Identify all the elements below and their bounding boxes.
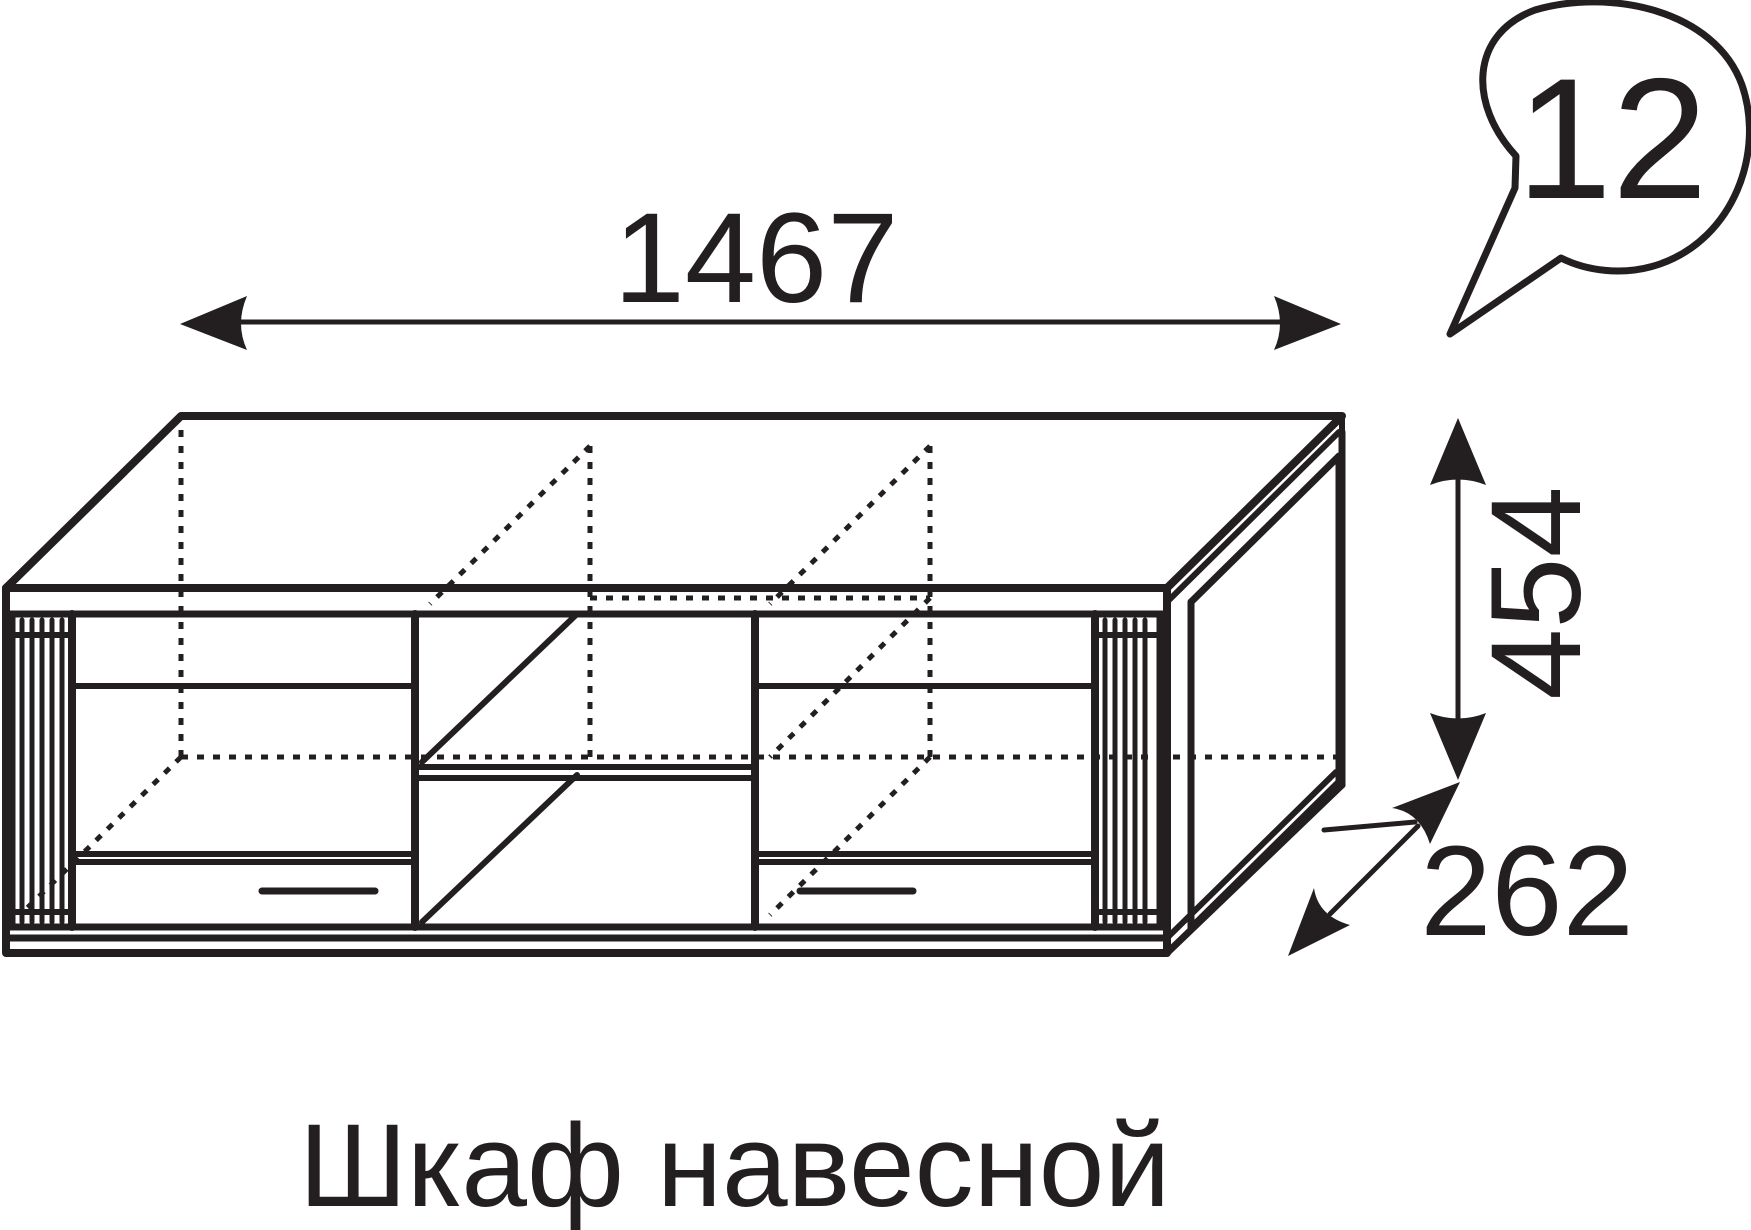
width-dimension: 1467: [180, 187, 1341, 350]
depth-dimension: 262: [1288, 782, 1634, 963]
arrow-left-icon: [180, 296, 247, 350]
item-number: 12: [1516, 43, 1707, 235]
arrow-up-icon: [1430, 418, 1486, 485]
arrow-up-right-icon: [1392, 782, 1460, 844]
height-dimension: 454: [1430, 418, 1608, 780]
arrow-down-left-icon: [1288, 888, 1350, 956]
depth-value: 262: [1420, 820, 1634, 963]
arrow-down-icon: [1430, 713, 1486, 780]
hidden-lines: [18, 430, 1340, 917]
cabinet-body: [2, 412, 1346, 957]
caption: Шкаф навесной: [299, 1100, 1170, 1230]
width-value: 1467: [614, 187, 899, 330]
height-value: 454: [1465, 486, 1608, 700]
arrow-right-icon: [1274, 296, 1341, 350]
item-number-badge: 12: [1446, 0, 1751, 338]
